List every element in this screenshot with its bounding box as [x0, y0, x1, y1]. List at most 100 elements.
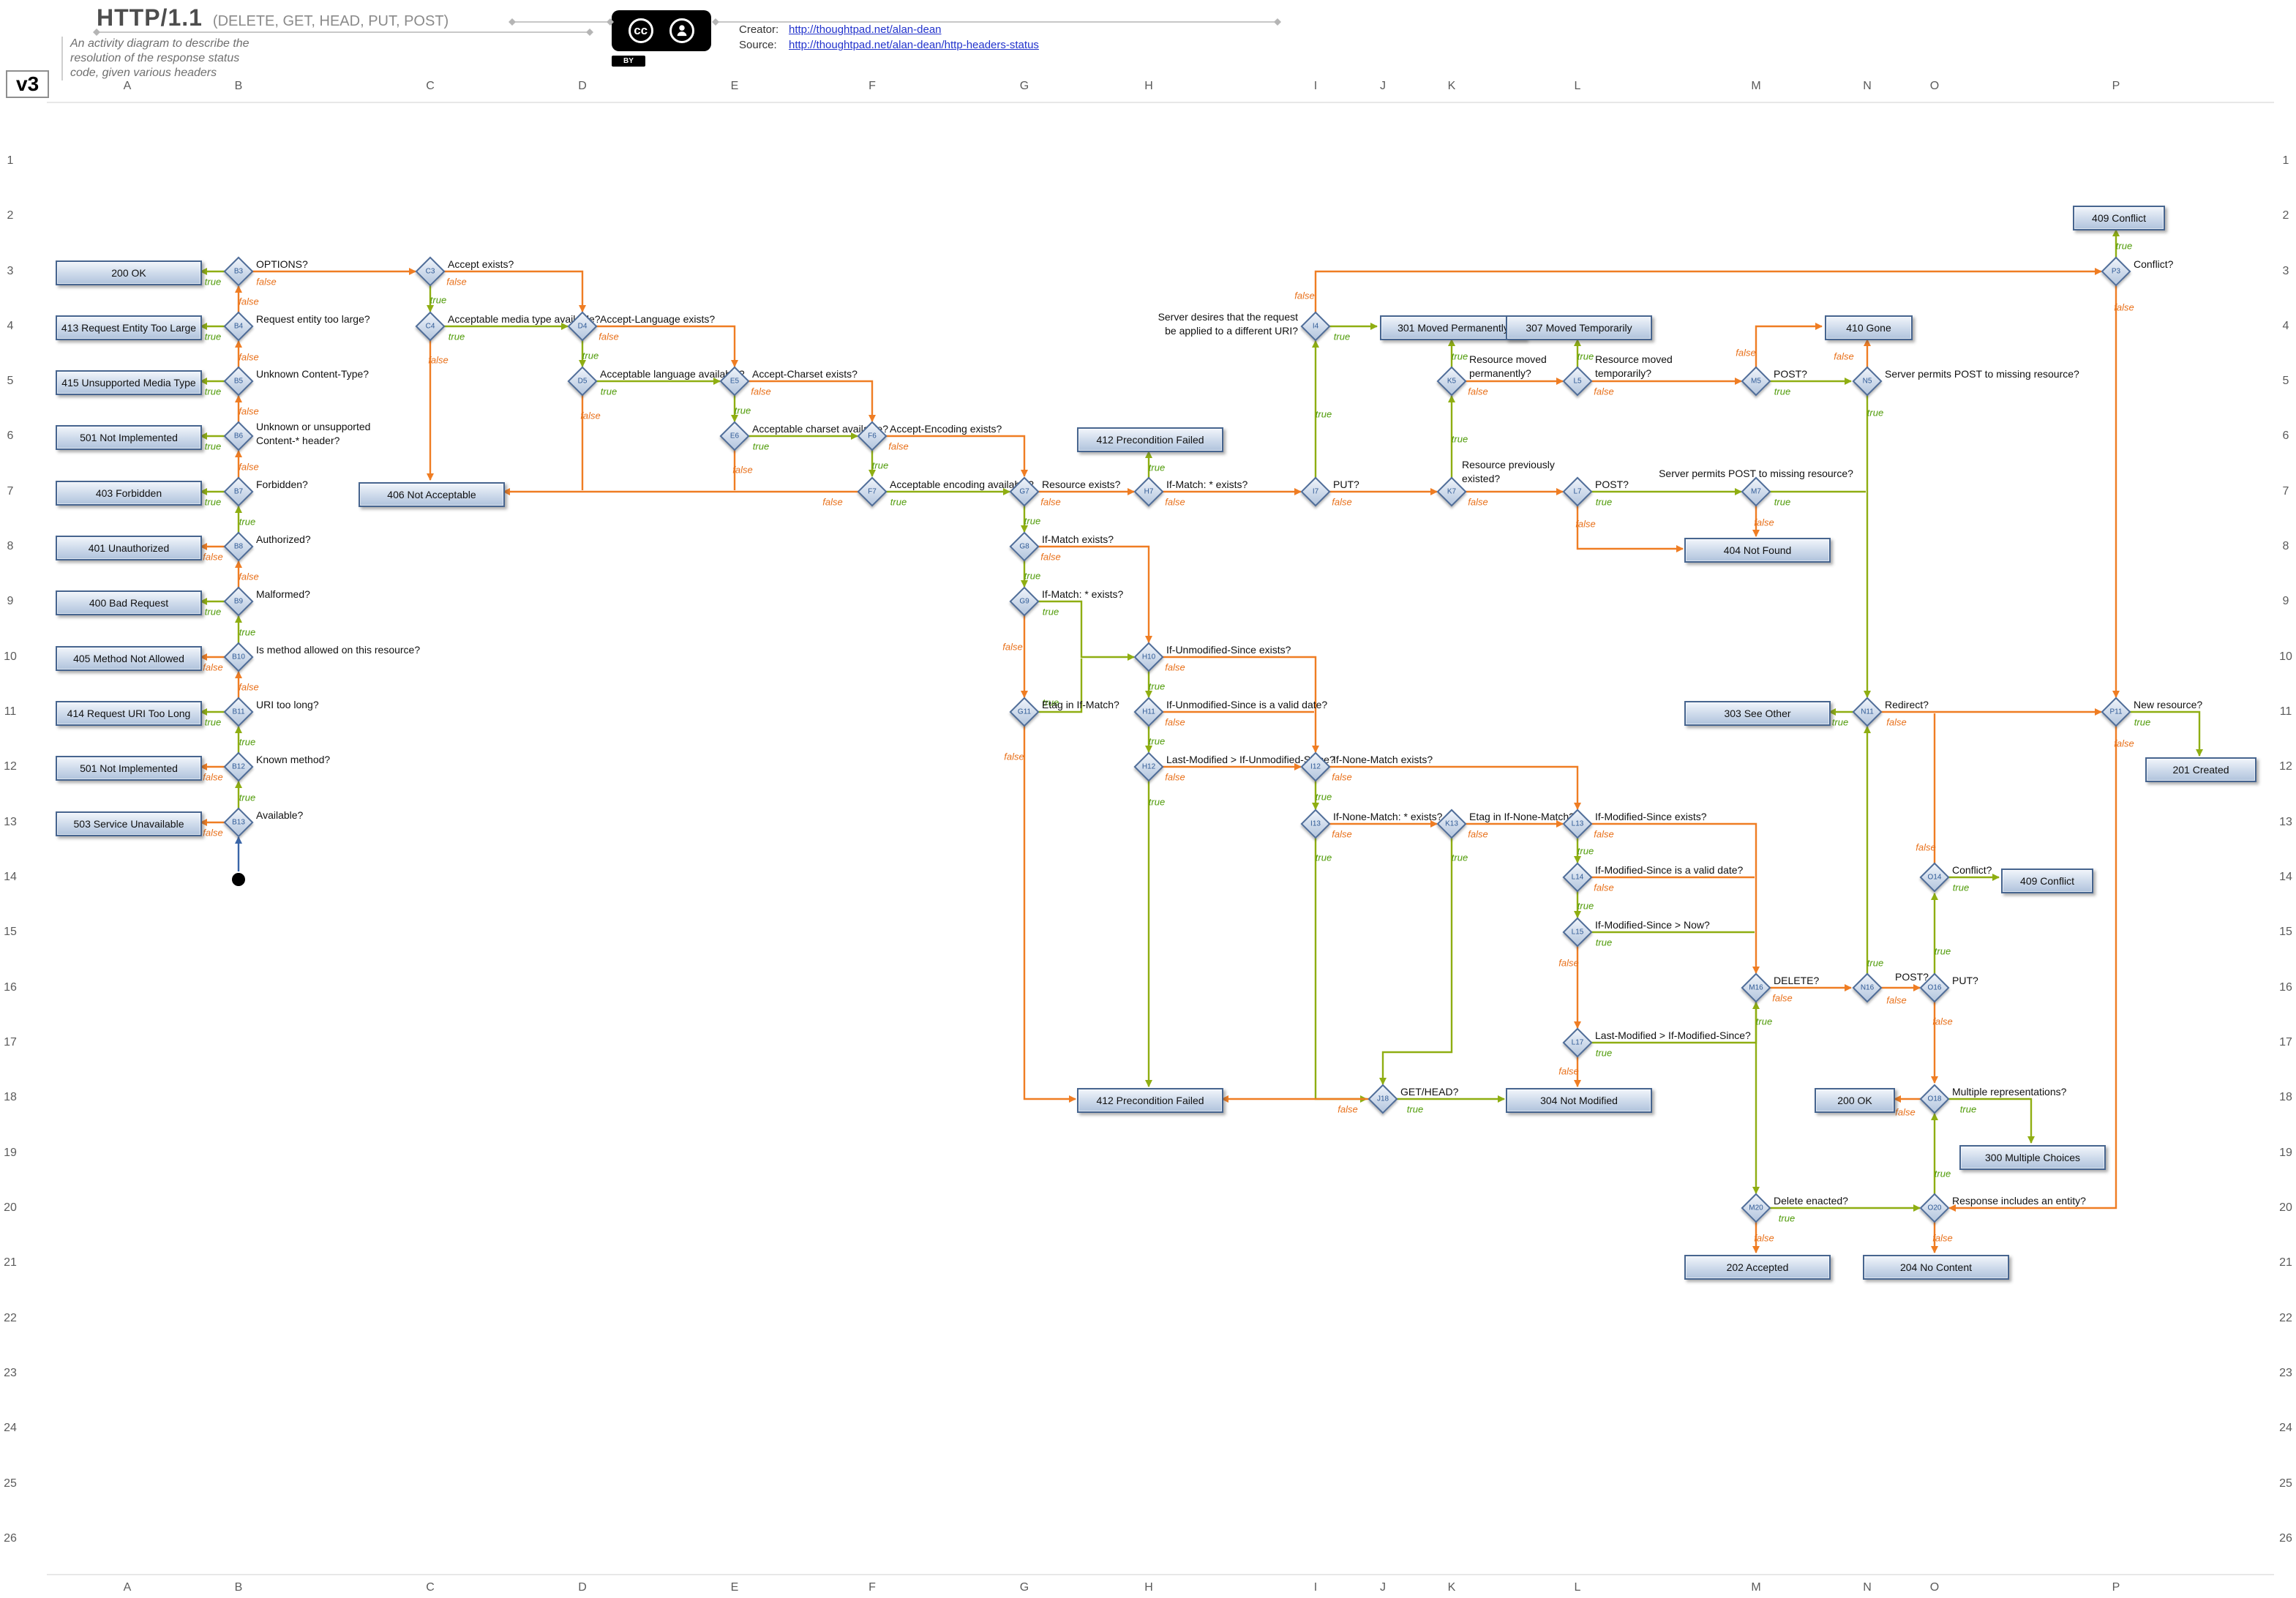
edge-label: true — [429, 294, 447, 306]
grid-number: 10 — [4, 650, 17, 663]
decision-id: N5 — [1862, 377, 1872, 386]
edge-label: true — [734, 405, 751, 416]
decision-id: P3 — [2111, 267, 2121, 276]
grid-letter: G — [1019, 80, 1029, 92]
grid-number: 14 — [4, 871, 17, 883]
decision-question: Last-Modified > If-Modified-Since? — [1595, 1029, 1751, 1041]
grid-letter: O — [1929, 1581, 1940, 1594]
grid-number: 13 — [4, 816, 17, 828]
grid-number: 11 — [2279, 705, 2292, 718]
grid-number: 15 — [2279, 926, 2292, 938]
decision-id: E5 — [729, 377, 740, 386]
edge-label: false — [1594, 882, 1614, 893]
grid-letter: J — [1380, 1581, 1386, 1594]
edge-label: true — [1774, 496, 1791, 508]
edge-label: true — [1315, 852, 1332, 863]
grid-letter: F — [868, 80, 876, 92]
edge-label: true — [600, 386, 618, 397]
edge-label: true — [1577, 900, 1594, 912]
cc-by-label: BY — [612, 56, 645, 67]
edge-label: false — [203, 551, 223, 563]
grid-letter: K — [1447, 1581, 1456, 1594]
credits: Creator:http://thoughtpad.net/alan-dean … — [739, 22, 1039, 53]
status-box: 501 Not Implemented — [56, 756, 202, 781]
version-badge: v3 — [6, 70, 50, 98]
source-link[interactable]: http://thoughtpad.net/alan-dean/http-hea… — [789, 39, 1039, 51]
status-box: 409 Conflict — [2073, 206, 2165, 230]
edge-label: false — [2114, 301, 2134, 313]
grid-letter: N — [1863, 1581, 1872, 1594]
decision-id: M16 — [1749, 983, 1763, 992]
edge-label: true — [1577, 350, 1594, 362]
edge-label: true — [204, 386, 222, 397]
status-box: 414 Request URI Too Long — [56, 701, 202, 726]
edge-label: false — [1558, 1065, 1579, 1077]
grid-number: 12 — [2279, 760, 2292, 773]
decision-id: B3 — [233, 267, 244, 276]
decision-question: If-Match: * exists? — [1042, 588, 1124, 600]
decision-question: Server permits POST to missing resource? — [1885, 368, 2079, 380]
grid-number: 11 — [4, 705, 17, 718]
edge-label: false — [732, 464, 753, 476]
decision-id: I7 — [1312, 487, 1319, 496]
edge-label: false — [1932, 1232, 1953, 1244]
decision-id: D4 — [577, 322, 588, 331]
decision-id: M20 — [1749, 1204, 1763, 1212]
grid-number: 8 — [7, 540, 14, 552]
edge-label: true — [1315, 791, 1332, 803]
decision-question: Unknown or unsupported Content-* header? — [256, 421, 371, 446]
grid-number: 24 — [2279, 1422, 2292, 1434]
grid-letter: J — [1380, 80, 1386, 92]
decision-id: E6 — [729, 432, 740, 440]
edge-label: false — [203, 771, 223, 783]
status-box: 200 OK — [1815, 1088, 1895, 1113]
edge-label: true — [1577, 845, 1594, 857]
edge-label: true — [1451, 433, 1468, 445]
edge-label: false — [1332, 828, 1352, 840]
grid-letter: A — [123, 1581, 132, 1594]
grid-letter: P — [2112, 1581, 2120, 1594]
decision-question: POST? — [1774, 368, 1807, 380]
decision-id: B13 — [232, 818, 245, 827]
grid-letter: C — [426, 80, 435, 92]
grid-letter: L — [1574, 1581, 1581, 1594]
edge-label: false — [239, 681, 259, 693]
status-box: 303 See Other — [1684, 701, 1831, 726]
grid-number: 25 — [2279, 1477, 2292, 1490]
grid-number: 4 — [7, 320, 14, 332]
edge-label: true — [1755, 1016, 1773, 1027]
grid-letter: O — [1929, 80, 1940, 92]
grid-letter: G — [1019, 1581, 1029, 1594]
edge-label: false — [1772, 992, 1793, 1004]
decision-question: Resource exists? — [1042, 479, 1121, 490]
grid-letter: A — [123, 80, 132, 92]
edge-label: false — [1002, 641, 1023, 653]
grid-number: 19 — [4, 1147, 17, 1159]
creator-link[interactable]: http://thoughtpad.net/alan-dean — [789, 23, 942, 36]
grid-number: 20 — [4, 1201, 17, 1214]
grid-number: 1 — [2282, 154, 2289, 167]
edge-label: true — [1333, 331, 1351, 342]
decision-question: Conflict? — [1952, 864, 1992, 876]
decision-id: N16 — [1860, 983, 1875, 992]
grid-number: 17 — [4, 1036, 17, 1049]
grid-letter: H — [1144, 1581, 1153, 1594]
edge-label: false — [239, 571, 259, 582]
grid-number: 2 — [2282, 209, 2289, 222]
status-box: 202 Accepted — [1684, 1255, 1831, 1280]
decision-id: L13 — [1571, 819, 1584, 828]
decision-id: B7 — [233, 487, 244, 496]
edge-label: false — [1895, 1106, 1916, 1118]
decision-question: Forbidden? — [256, 479, 308, 490]
edge-label: false — [239, 405, 259, 417]
edge-label: false — [580, 410, 601, 421]
edge-label: true — [1867, 957, 1884, 969]
edge-label: false — [1886, 994, 1907, 1006]
status-box: 409 Conflict — [2001, 869, 2093, 893]
grid-number: 26 — [2279, 1532, 2292, 1545]
status-box: 304 Not Modified — [1506, 1088, 1652, 1113]
decision-question: Accept-Encoding exists? — [890, 423, 1002, 435]
decision-question: If-Match exists? — [1042, 533, 1114, 545]
edge-label: true — [1042, 697, 1059, 708]
